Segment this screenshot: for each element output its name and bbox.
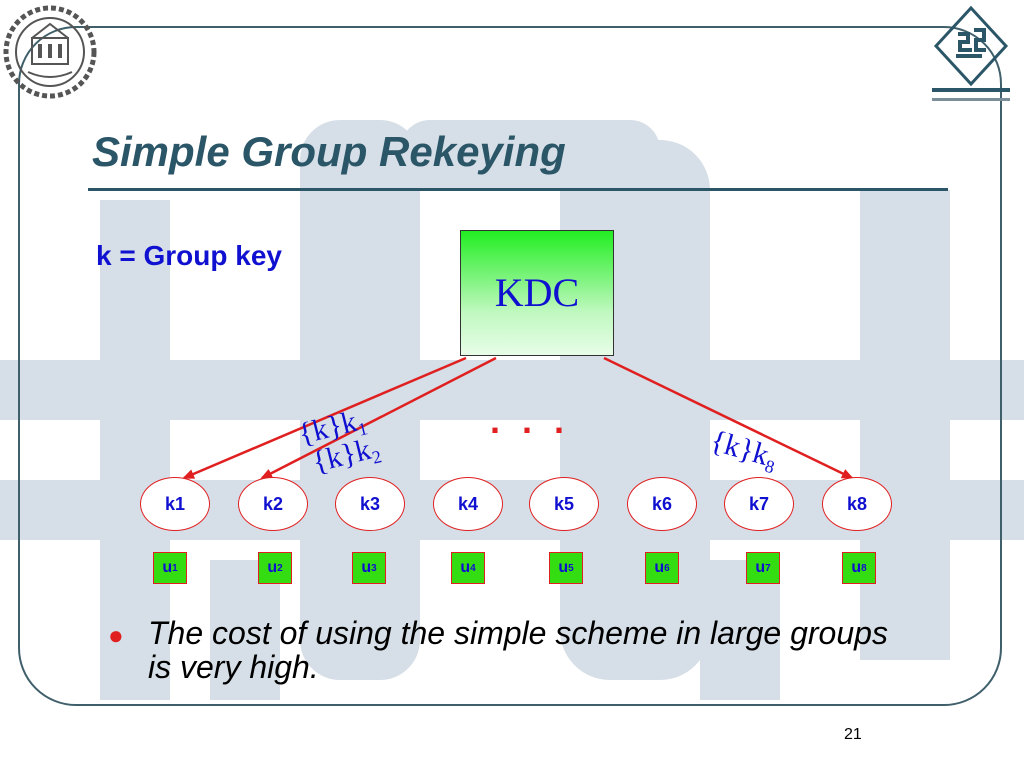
arrow-to-k8 [603, 356, 854, 480]
page-number: 21 [844, 726, 862, 743]
key-node-k5: k5 [529, 477, 599, 531]
arrow-to-k2 [260, 356, 497, 480]
kdc-box: KDC [460, 230, 614, 356]
kdc-label: KDC [494, 270, 580, 315]
key-node-k6: k6 [627, 477, 697, 531]
key-node-k3: k3 [335, 477, 405, 531]
bullet-marker: ● [108, 620, 124, 650]
key-node-k1: k1 [140, 477, 210, 531]
title-underline [88, 188, 948, 191]
ellipsis: . . . [490, 400, 571, 441]
slide-title: Simple Group Rekeying [92, 128, 566, 175]
key-node-k4: k4 [433, 477, 503, 531]
bullet-text: The cost of using the simple scheme in l… [148, 615, 888, 685]
university-seal-icon [3, 5, 97, 99]
slide-frame [18, 26, 1002, 706]
key-node-k2: k2 [238, 477, 308, 531]
key-node-k8: k8 [822, 477, 892, 531]
group-key-legend: k = Group key [96, 240, 282, 271]
iranian-society-of-cryptology-logo [932, 5, 1010, 101]
arrow-to-k1 [182, 356, 467, 480]
key-node-k7: k7 [724, 477, 794, 531]
